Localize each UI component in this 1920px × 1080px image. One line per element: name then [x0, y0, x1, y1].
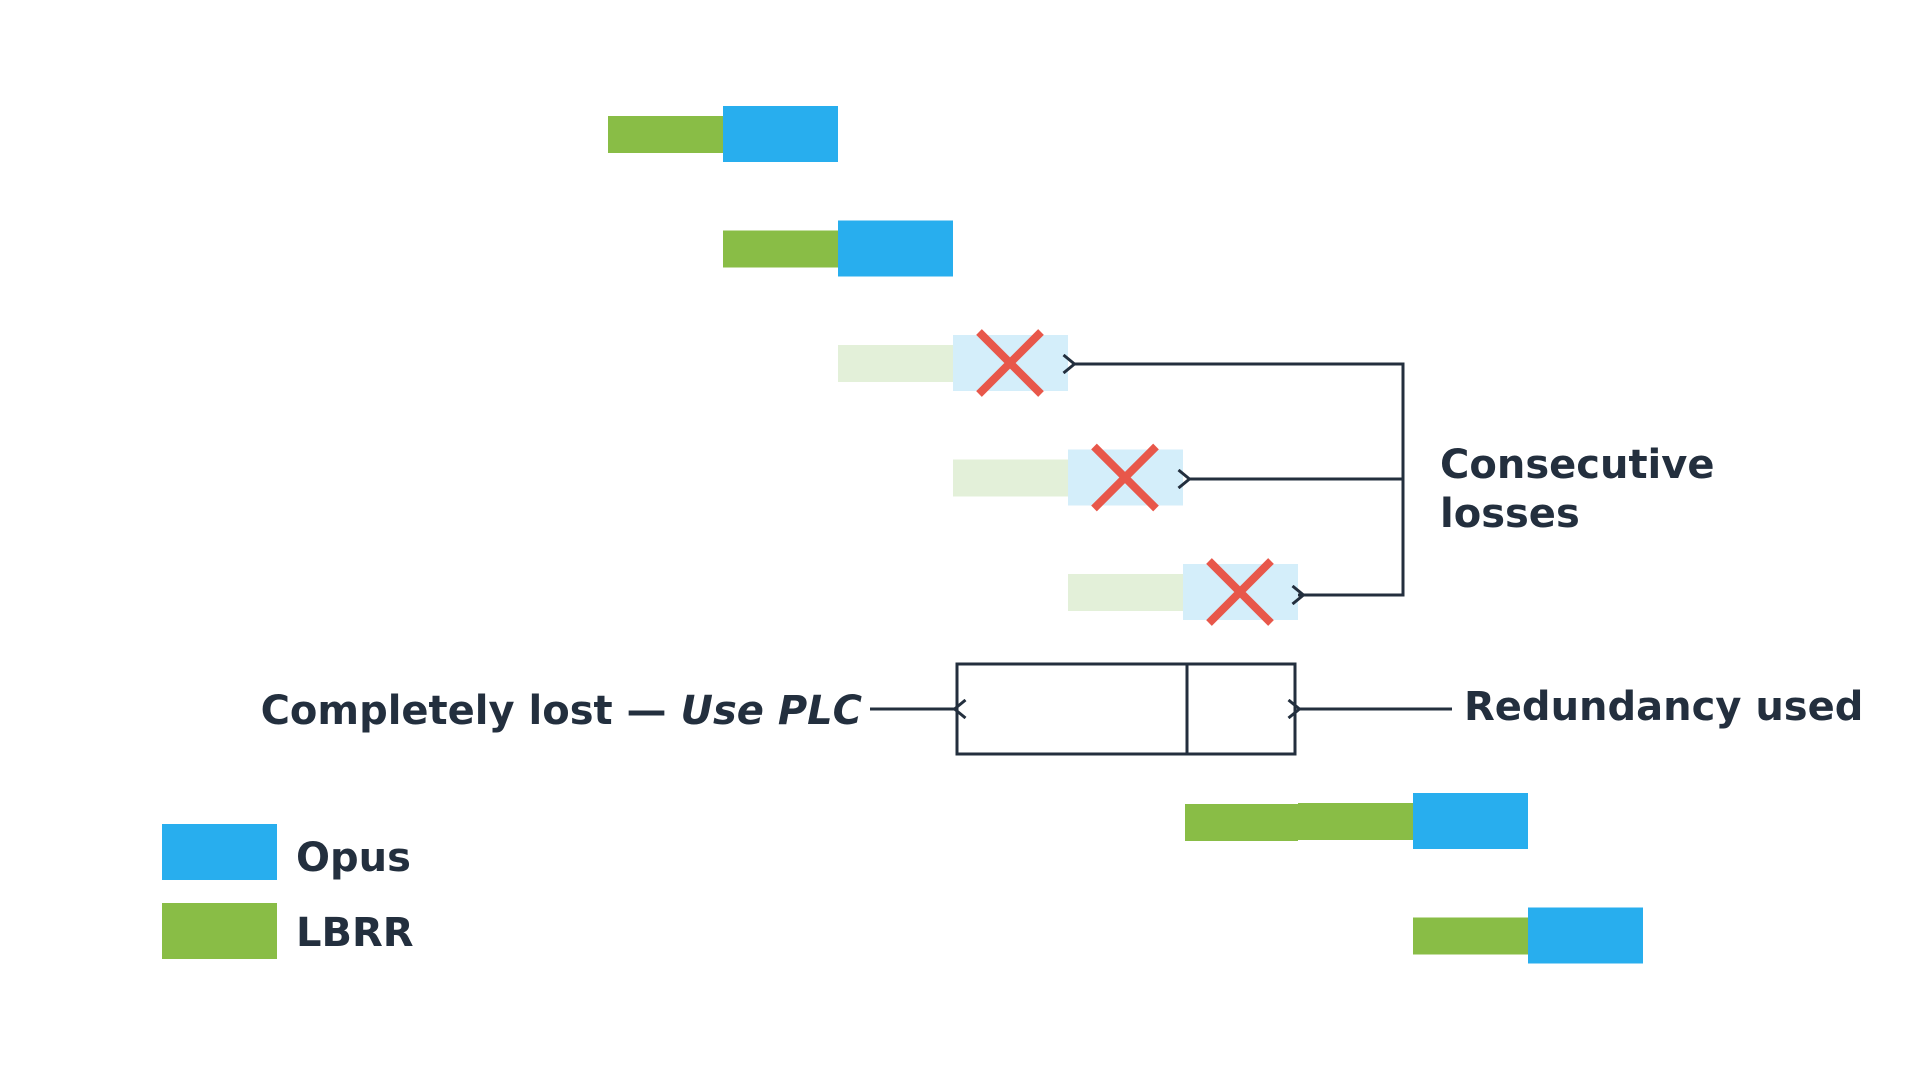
packet-8	[1413, 907, 1643, 964]
legend-swatch-opus	[162, 824, 277, 880]
packet-2	[723, 220, 953, 277]
consecutive-line-2: losses	[1440, 491, 1580, 537]
opus-block	[1528, 907, 1643, 964]
loss-x-icon	[1206, 558, 1274, 626]
packet-7	[1185, 793, 1528, 849]
lbrr-block	[1413, 917, 1528, 955]
packet-1	[608, 106, 838, 162]
lbrr-block-lost	[953, 459, 1068, 497]
opus-block	[723, 106, 838, 162]
use-plc-text: Use PLC	[680, 688, 862, 734]
lbrr-block	[723, 230, 838, 268]
lost-frame-box	[955, 662, 1297, 756]
lbrr-block	[1298, 803, 1413, 840]
lbrr-block	[608, 116, 723, 153]
packet-5	[1068, 558, 1298, 626]
opus-block	[838, 220, 953, 277]
opus-block	[1413, 793, 1528, 849]
legend-label-lbrr: LBRR	[296, 910, 414, 956]
consecutive-line-1: Consecutive	[1440, 442, 1714, 488]
completely-lost-label: Completely lost — Use PLC	[261, 688, 862, 734]
redundancy-used-label: Redundancy used	[1464, 684, 1863, 730]
packet-3	[838, 329, 1068, 397]
lbrr-recovered-block	[1185, 804, 1298, 841]
legend-swatch-lbrr	[162, 903, 277, 959]
legend-label-opus: Opus	[296, 835, 411, 881]
packet-stream	[608, 106, 1643, 964]
lbrr-block-lost	[838, 345, 953, 382]
completely-lost-text: Completely lost —	[261, 688, 681, 734]
lbrr-block-lost	[1068, 574, 1183, 611]
loss-x-icon	[1091, 443, 1159, 512]
loss-x-icon	[976, 329, 1044, 397]
packet-4	[953, 443, 1183, 512]
consecutive-losses-label: Consecutive losses	[1440, 442, 1728, 537]
completely-lost-frame	[955, 662, 1297, 756]
legend: Opus LBRR	[162, 824, 414, 959]
consecutive-losses-bracket	[1072, 364, 1405, 595]
